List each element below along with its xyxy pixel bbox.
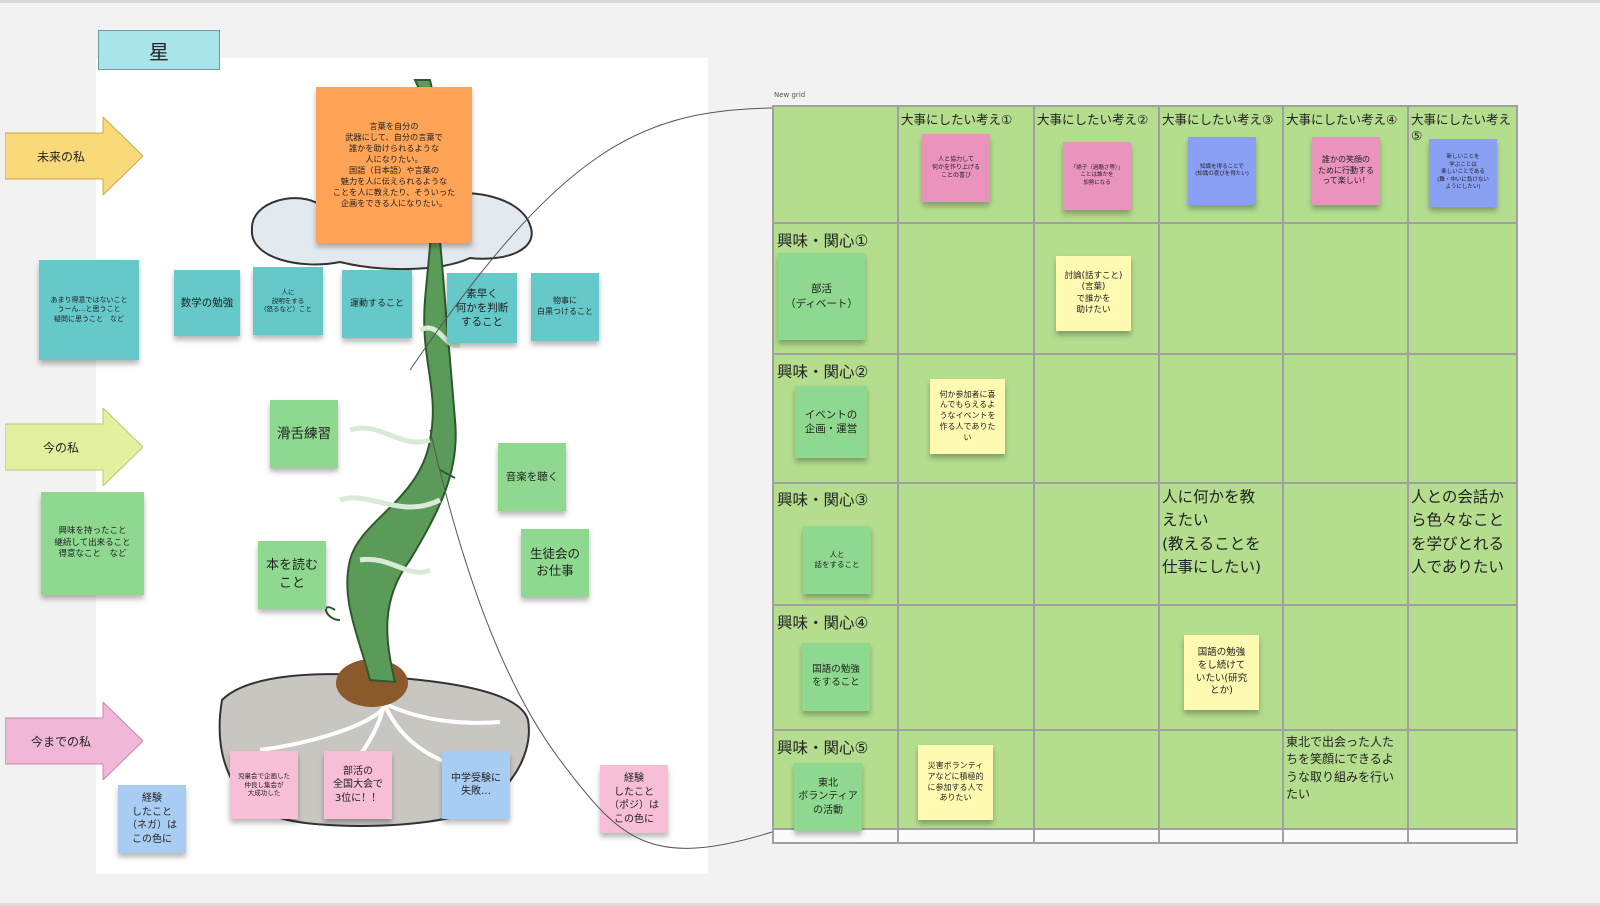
- grid-line: [772, 353, 1518, 355]
- cell-text-r5c4[interactable]: 東北で出会った人た ちを笑顔にできるよ うな取り組みを行い たい: [1286, 735, 1395, 802]
- sticky-note-interest-1[interactable]: 部活 （ディベート）: [778, 253, 865, 340]
- sticky-note-interest-4[interactable]: 国語の勉強 をすること: [802, 643, 870, 711]
- sticky-note-tongue-twister[interactable]: 滑舌練習: [270, 400, 338, 468]
- sticky-note-interest-3[interactable]: 人と 話をすること: [803, 526, 871, 594]
- grid-line: [1282, 105, 1284, 843]
- sticky-note-black-white[interactable]: 物事に 白黒つけること: [531, 273, 599, 341]
- row-header-interest-3[interactable]: 興味・関心③: [777, 491, 869, 509]
- sticky-note-interest-2[interactable]: イベントの 企画・運営: [795, 386, 867, 458]
- column-header-value-3[interactable]: 大事にしたい考え③: [1162, 112, 1274, 127]
- sticky-note-cell-r1c2[interactable]: 討論(話すこと) (言葉) で誰かを 助けたい: [1056, 256, 1131, 331]
- sticky-note-weak-legend[interactable]: あまり得意ではないこと うーん…と思うこと 疑問に思うこと など: [39, 260, 139, 360]
- grid-line: [772, 222, 1518, 224]
- sticky-note-music[interactable]: 音楽を聴く: [498, 443, 566, 511]
- sticky-note-value-1[interactable]: 人と協力して 何かを作り上げる ことの喜び: [922, 134, 990, 202]
- grid-line: [772, 842, 1518, 844]
- arrow-current-label: 今の私: [42, 440, 79, 455]
- grid-line: [772, 105, 1518, 107]
- grid-line: [1158, 105, 1160, 843]
- grid-line: [772, 729, 1518, 731]
- arrow-future-label: 未来の私: [36, 149, 85, 164]
- sticky-note-math[interactable]: 数学の勉強: [174, 270, 240, 336]
- grid-label: New grid: [774, 91, 806, 99]
- sticky-note-cell-r2c1[interactable]: 何か参加者に喜 んでもらえるよ うなイベントを 作る人でありた い: [930, 379, 1005, 454]
- sticky-note-interest-5[interactable]: 東北 ボランティア の活動: [794, 763, 862, 831]
- top-toolbar-edge: [0, 0, 1600, 3]
- grid-line: [1033, 105, 1035, 843]
- sticky-note-read-books[interactable]: 本を読む こと: [258, 541, 326, 609]
- column-header-value-5[interactable]: 大事にしたい考え⑤: [1411, 112, 1512, 144]
- sticky-note-interest-legend[interactable]: 興味を持ったこと 継続して出来ること 得意なこと など: [41, 492, 144, 595]
- arrow-future-self[interactable]: 未来の私: [5, 117, 143, 195]
- sticky-note-exercise[interactable]: 運動すること: [342, 270, 412, 338]
- board-title[interactable]: 星: [98, 30, 220, 70]
- sticky-note-future-goal[interactable]: 言葉を自分の 武器にして、自分の言葉で 誰かを助けられるような 人になりたい。 …: [316, 87, 472, 243]
- grid-line: [772, 604, 1518, 606]
- row-header-interest-4[interactable]: 興味・関心④: [777, 614, 869, 632]
- grid-empty-row: [772, 829, 1518, 843]
- bottom-toolbar-edge: [0, 903, 1600, 906]
- sticky-note-persuade[interactable]: 人に 説明をする (怒るなど）こと: [253, 267, 323, 335]
- sticky-note-quick-judge[interactable]: 素早く 何かを判断 すること: [447, 273, 517, 343]
- sticky-note-value-5[interactable]: 新しいことを 学ぶことは 楽しいことである (難・中いに負けない ようにしたい): [1429, 139, 1497, 207]
- arrow-past-self[interactable]: 今までの私: [5, 702, 143, 780]
- row-header-interest-5[interactable]: 興味・関心⑤: [777, 739, 869, 757]
- sticky-note-value-2[interactable]: 「絶子（過酷さ等）」 ことは誰かを 加勢になる: [1063, 142, 1131, 210]
- grid-line: [772, 828, 1518, 830]
- sticky-note-children-party[interactable]: 児童会で企画した 仲良し集会が 大成功した: [230, 751, 298, 819]
- column-header-value-4[interactable]: 大事にしたい考え④: [1286, 112, 1398, 127]
- sticky-note-student-council[interactable]: 生徒会の お仕事: [521, 529, 589, 597]
- arrow-past-label: 今までの私: [30, 734, 91, 749]
- values-interests-grid[interactable]: [772, 105, 1518, 843]
- sticky-note-value-3[interactable]: 知識を得ることで (知識の喜びを得たい): [1188, 137, 1256, 205]
- grid-line: [772, 105, 774, 843]
- column-header-value-2[interactable]: 大事にしたい考え②: [1037, 112, 1149, 127]
- sticky-note-cell-r5c1[interactable]: 災害ボランティ アなどに積極的 に参加する人で ありたい: [918, 745, 993, 820]
- arrow-current-self[interactable]: 今の私: [5, 408, 143, 486]
- cell-text-r3c3[interactable]: 人に何かを教 えたい (教えることを 仕事にしたい): [1162, 488, 1262, 576]
- row-header-interest-2[interactable]: 興味・関心②: [777, 363, 869, 381]
- sticky-note-value-4[interactable]: 誰かの笑顔の ために行動する って楽しい！: [1312, 137, 1380, 205]
- grid-line: [1516, 105, 1518, 843]
- grid-line: [1407, 105, 1409, 843]
- sticky-note-negative-legend[interactable]: 経験 したこと （ネガ）は この色に: [118, 785, 186, 853]
- sticky-note-cell-r4c3[interactable]: 国語の勉強 をし続けて いたい(研究 とか): [1184, 635, 1259, 710]
- grid-line: [772, 482, 1518, 484]
- sticky-note-exam-fail[interactable]: 中学受験に 失敗…: [442, 751, 510, 819]
- sticky-note-club-nationals[interactable]: 部活の 全国大会で 3位に！！: [324, 751, 392, 819]
- grid-line: [897, 105, 899, 843]
- sticky-note-positive-legend[interactable]: 経験 したこと （ポジ）は この色に: [600, 765, 668, 833]
- cell-text-r3c5[interactable]: 人との会話か ら色々なこと を学びとれる 人でありたい: [1411, 488, 1505, 576]
- column-header-value-1[interactable]: 大事にしたい考え①: [901, 112, 1013, 127]
- row-header-interest-1[interactable]: 興味・関心①: [777, 232, 869, 250]
